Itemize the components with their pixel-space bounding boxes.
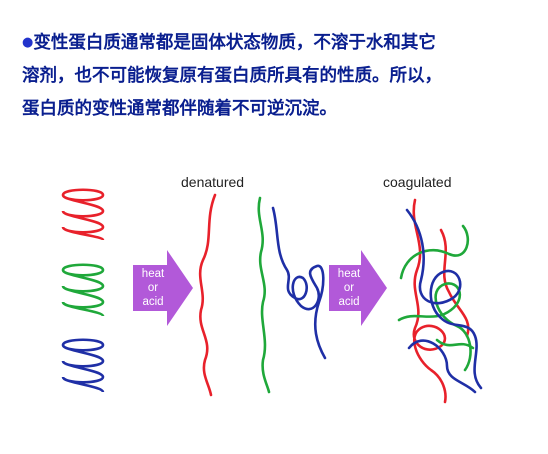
paragraph-line-3: 蛋白质的变性通常都伴随着不可逆沉淀。 [22,99,337,119]
heat-arrow-2 [329,250,387,326]
arrow2-label-heat: heat [337,268,361,280]
heat-arrow-1 [133,250,193,326]
blue-coagulated-strand [405,208,483,394]
caption-denatured: denatured [181,174,245,190]
red-coil [61,188,105,242]
arrow1-label: heat or acid [133,267,173,309]
paragraph-line-2: 溶剂，也不可能恢复原有蛋白质所具有的性质。所以， [22,66,442,86]
paragraph-line-1: ●变性蛋白质通常都是固体状态物质，不溶于水和其它 [22,33,436,53]
arrow2-label-or: or [343,282,355,294]
arrow1-label-or: or [147,282,159,294]
arrow1-label-acid: acid [142,296,164,308]
red-coagulated-strand [412,198,470,404]
figure-canvas [61,188,483,404]
blue-denatured-strand [271,206,327,360]
red-denatured-strand [198,193,217,397]
green-coagulated-strand [397,224,475,372]
arrow1-label-heat: heat [141,268,165,280]
protein-denaturation-figure: denatured coagulated heat or acid heat o… [55,160,495,406]
arrow2-label-acid: acid [338,296,360,308]
arrow2-label: heat or acid [329,267,369,309]
blue-coil [61,338,105,394]
caption-coagulated: coagulated [383,174,452,190]
description-paragraph: ●变性蛋白质通常都是固体状态物质，不溶于水和其它 溶剂，也不可能恢复原有蛋白质所… [22,26,540,126]
green-coil [61,263,105,318]
green-denatured-strand [257,196,271,394]
bullet-icon: ● [22,35,34,50]
